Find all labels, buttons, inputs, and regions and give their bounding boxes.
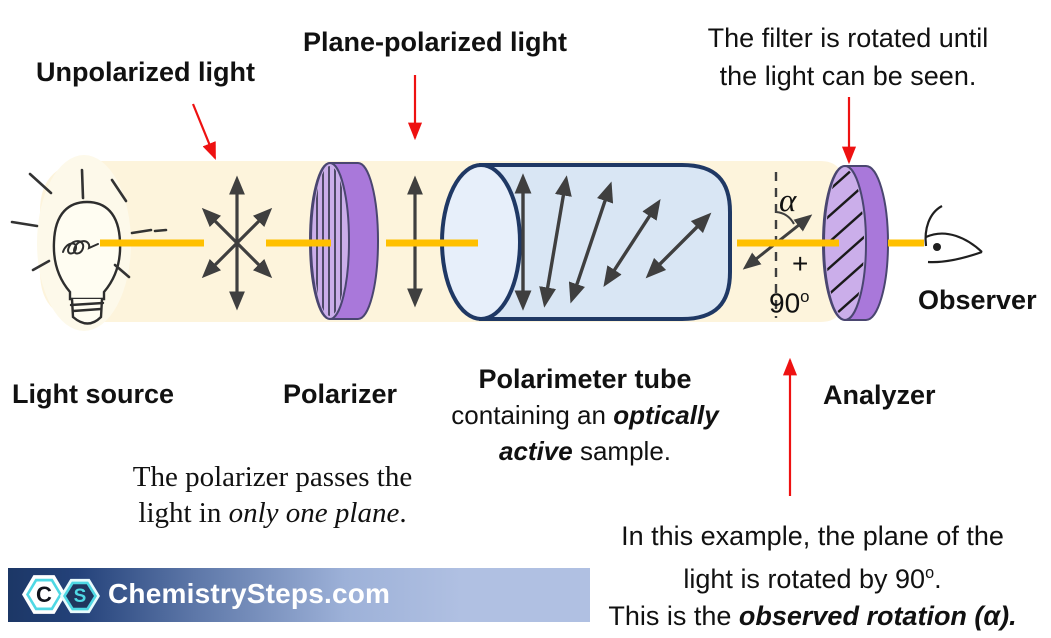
- polarizer-note: The polarizer passes the light in only o…: [105, 459, 440, 531]
- unpolarized-light-label: Unpolarized light: [36, 57, 255, 87]
- logo-site-name: ChemistrySteps.com: [108, 578, 391, 609]
- angle-degree-sup: o: [800, 287, 810, 306]
- polarimeter-line2-em: optically: [613, 400, 719, 430]
- bulb-filament: [62, 240, 99, 255]
- example-note-line2-post: .: [934, 564, 942, 594]
- arrow-to-unpolarized: [191, 103, 217, 161]
- unpolarized-light-arrows: [201, 175, 273, 311]
- observer-label: Observer: [918, 285, 1037, 315]
- angle-value: 90o: [769, 287, 810, 319]
- angle-number: 90: [769, 287, 801, 319]
- filter-note-line1: The filter is rotated until: [707, 23, 989, 53]
- example-note-line2-pre: light is rotated by 90: [683, 564, 926, 594]
- bulb-rays: [10, 168, 168, 279]
- polarizer-note-line1: The polarizer passes the: [132, 461, 413, 493]
- plus-sign: +: [792, 248, 809, 279]
- polarizer-note-line2-post: .: [399, 497, 407, 529]
- observer-eye-icon: [924, 205, 983, 264]
- chemistrysteps-logo-bar: C S ChemistrySteps.com: [8, 568, 590, 622]
- polarimeter-tube: [440, 163, 732, 321]
- logo-hexagon-s-inner: [66, 584, 94, 608]
- polarizer-disc: [308, 162, 380, 320]
- filter-note-line2: the light can be seen.: [719, 61, 977, 91]
- alpha-symbol: α: [779, 183, 797, 219]
- logo-hexagon-s: S: [60, 578, 100, 614]
- analyzer-disc: [821, 165, 890, 321]
- plane-polarized-light-label: Plane-polarized light: [303, 27, 568, 57]
- angle-arc: [775, 211, 795, 225]
- example-note-line3-pre: This is the: [608, 601, 739, 631]
- logo-hexagon-c: C: [22, 575, 66, 614]
- example-note-line3-em: observed rotation (α).: [738, 601, 1017, 631]
- filter-note: The filter is rotated until the light ca…: [662, 19, 1034, 95]
- example-note-line1: In this example, the plane of the: [621, 521, 1004, 551]
- polarimeter-line3-em: active: [499, 436, 573, 466]
- example-note: In this example, the plane of the light …: [580, 518, 1045, 635]
- polarimeter-title: Polarimeter tube: [478, 364, 692, 394]
- example-note-line2-sup: o: [925, 564, 935, 582]
- tube-rotation-arrows: [514, 173, 712, 311]
- polarizer-note-line2-pre: light in: [138, 497, 229, 529]
- polarimeter-line2-pre: containing an: [451, 400, 614, 430]
- analyzer-label: Analyzer: [823, 380, 936, 410]
- polarimeter-tube-label: Polarimeter tube containing an optically…: [435, 361, 735, 469]
- logo-letter-s: S: [73, 586, 87, 607]
- light-bulb-icon: [52, 200, 122, 325]
- polarizer-label: Polarizer: [283, 379, 398, 409]
- annotation-arrows: [191, 75, 857, 496]
- polarimeter-line3-post: sample.: [572, 436, 671, 466]
- light-source-label: Light source: [12, 379, 175, 409]
- logo-letter-c: C: [36, 582, 52, 607]
- polarizer-note-line2-em: only one plane: [228, 497, 400, 529]
